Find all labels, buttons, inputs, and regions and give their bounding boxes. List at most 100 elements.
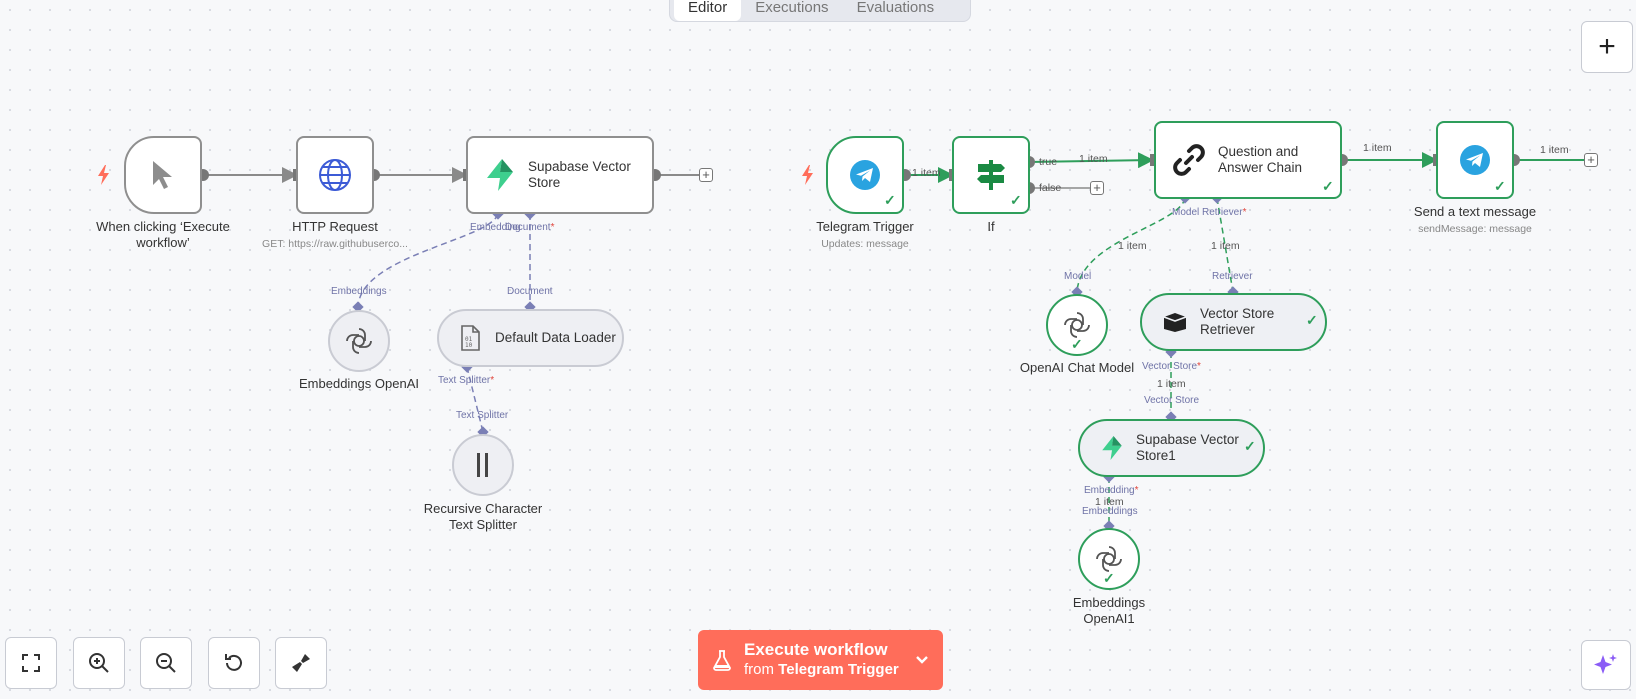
add-false-branch-icon[interactable]: + <box>1090 181 1104 195</box>
node-data-loader-title: Default Data Loader <box>495 330 616 345</box>
reset-zoom-button[interactable] <box>208 637 260 689</box>
port-label-document: Document* <box>505 222 555 233</box>
tab-editor[interactable]: Editor <box>674 0 742 21</box>
add-next-node-icon[interactable]: + <box>699 168 713 182</box>
execute-workflow-label: Execute workflow <box>744 640 888 659</box>
node-manual-trigger-title: When clicking ‘Execute workflow’ <box>96 219 230 250</box>
node-text-splitter[interactable] <box>452 434 514 496</box>
tab-executions[interactable]: Executions <box>755 0 829 16</box>
success-check-icon: ✓ <box>1244 438 1256 454</box>
execute-from-label: from <box>744 661 774 678</box>
edge-embedding <box>357 213 499 308</box>
node-supabase-vector-store1[interactable]: Supabase Vector Store1 <box>1078 419 1265 477</box>
node-embeddings-openai1[interactable] <box>1078 528 1140 590</box>
success-check-icon: ✓ <box>884 192 896 208</box>
node-send-message[interactable] <box>1436 121 1514 199</box>
node-telegram-trigger[interactable] <box>826 136 904 214</box>
tidy-up-button[interactable] <box>275 637 327 689</box>
openai-icon <box>1096 546 1122 572</box>
fit-view-icon <box>22 654 40 672</box>
zoom-in-icon <box>89 653 109 673</box>
ai-assistant-button[interactable] <box>1581 640 1631 690</box>
zoom-in-button[interactable] <box>73 637 125 689</box>
zoom-out-icon <box>156 653 176 673</box>
node-vector-store-retriever[interactable]: Vector Store Retriever <box>1140 293 1327 351</box>
fit-view-button[interactable] <box>5 637 57 689</box>
edge-label-vector-store: 1 item <box>1157 378 1186 390</box>
node-supabase-vector-store[interactable]: Supabase Vector Store <box>466 136 654 214</box>
flask-icon <box>713 650 731 671</box>
openai-icon <box>1064 312 1090 338</box>
port-label-document-in: Document <box>507 286 553 297</box>
telegram-icon <box>850 160 880 190</box>
edge-label-model: 1 item <box>1118 240 1147 252</box>
add-next-node-icon[interactable]: + <box>1584 153 1598 167</box>
node-openai-chat-model[interactable] <box>1046 294 1108 356</box>
node-retriever-title: Vector Store Retriever <box>1200 306 1275 337</box>
node-chat-model-title: OpenAI Chat Model <box>1019 360 1135 375</box>
node-send-subtitle: sendMessage: message <box>1418 223 1532 235</box>
port-label-retriever: Retriever* <box>1202 207 1247 218</box>
telegram-icon <box>1460 145 1490 175</box>
box-open-icon <box>1163 313 1187 332</box>
node-qa-chain[interactable]: Question and Answer Chain <box>1154 121 1342 199</box>
edge-model <box>1076 197 1186 293</box>
text-splitter-icon <box>477 453 488 477</box>
zoom-out-button[interactable] <box>140 637 192 689</box>
success-check-icon: ✓ <box>1103 570 1115 586</box>
node-qa-chain-title: Question and Answer Chain <box>1218 144 1303 175</box>
svg-text:01: 01 <box>465 336 473 343</box>
port-label-vector-store-in: Vector Store <box>1144 395 1200 406</box>
node-telegram-subtitle: Updates: message <box>821 238 909 250</box>
node-http-request-title: HTTP Request <box>292 219 378 234</box>
node-supabase-title: Supabase Vector Store <box>528 159 631 190</box>
port-label-model: Model <box>1172 207 1200 218</box>
edge-label-send-out: 1 item <box>1540 144 1569 156</box>
trigger-bolt-icon-2 <box>802 165 813 185</box>
edge-label-false: false <box>1039 182 1062 194</box>
node-if[interactable] <box>952 136 1030 214</box>
node-http-request[interactable] <box>296 136 374 214</box>
edge-label-embedding1: 1 item <box>1095 496 1124 508</box>
edge-label-telegram-if: 1 item <box>912 167 941 179</box>
input-handles <box>293 154 1438 181</box>
supabase-icon <box>1102 436 1122 460</box>
view-tabs: Editor Executions Evaluations <box>669 0 971 22</box>
tidy-up-icon <box>292 654 310 672</box>
signpost-icon <box>977 160 1005 190</box>
globe-icon <box>319 159 351 191</box>
port-label-text-splitter-in: Text Splitter <box>456 410 509 421</box>
supabase-icon <box>487 159 513 191</box>
node-supabase1-title: Supabase Vector Store1 <box>1136 432 1239 463</box>
node-manual-trigger[interactable] <box>124 136 202 214</box>
node-telegram-title: Telegram Trigger <box>816 219 914 234</box>
edge-if-true[interactable] <box>1028 152 1154 169</box>
node-http-request-subtitle: GET: https://raw.githubuserco... <box>262 238 408 250</box>
success-check-icon: ✓ <box>1010 192 1022 208</box>
edge-label-retriever: 1 item <box>1211 240 1240 252</box>
port-label-embeddings: Embeddings <box>331 286 387 297</box>
node-embeddings-openai[interactable] <box>328 310 390 372</box>
tab-evaluations[interactable]: Evaluations <box>856 0 935 16</box>
node-embeddings-title: Embeddings OpenAI <box>299 376 419 391</box>
execute-workflow-button[interactable]: Execute workflow from Telegram Trigger <box>698 630 943 690</box>
sparkle-icon <box>1594 654 1617 674</box>
port-label-embeddings-in: Embeddings <box>1082 506 1138 517</box>
port-label-retriever-in: Retriever <box>1212 271 1253 282</box>
edge-retriever <box>1216 197 1234 293</box>
execute-trigger-label: Telegram Trigger <box>778 661 899 678</box>
port-label-embedding1: Embedding* <box>1084 485 1139 496</box>
success-check-icon: ✓ <box>1322 178 1334 194</box>
node-send-title: Send a text message <box>1413 204 1537 219</box>
add-node-button[interactable]: + <box>1581 21 1633 73</box>
success-check-icon: ✓ <box>1494 178 1506 194</box>
chevron-down-icon[interactable] <box>915 655 929 665</box>
success-check-icon: ✓ <box>1306 312 1318 328</box>
edge-text-splitter <box>466 366 484 433</box>
reset-zoom-icon <box>225 654 242 671</box>
link-icon <box>1173 144 1205 176</box>
